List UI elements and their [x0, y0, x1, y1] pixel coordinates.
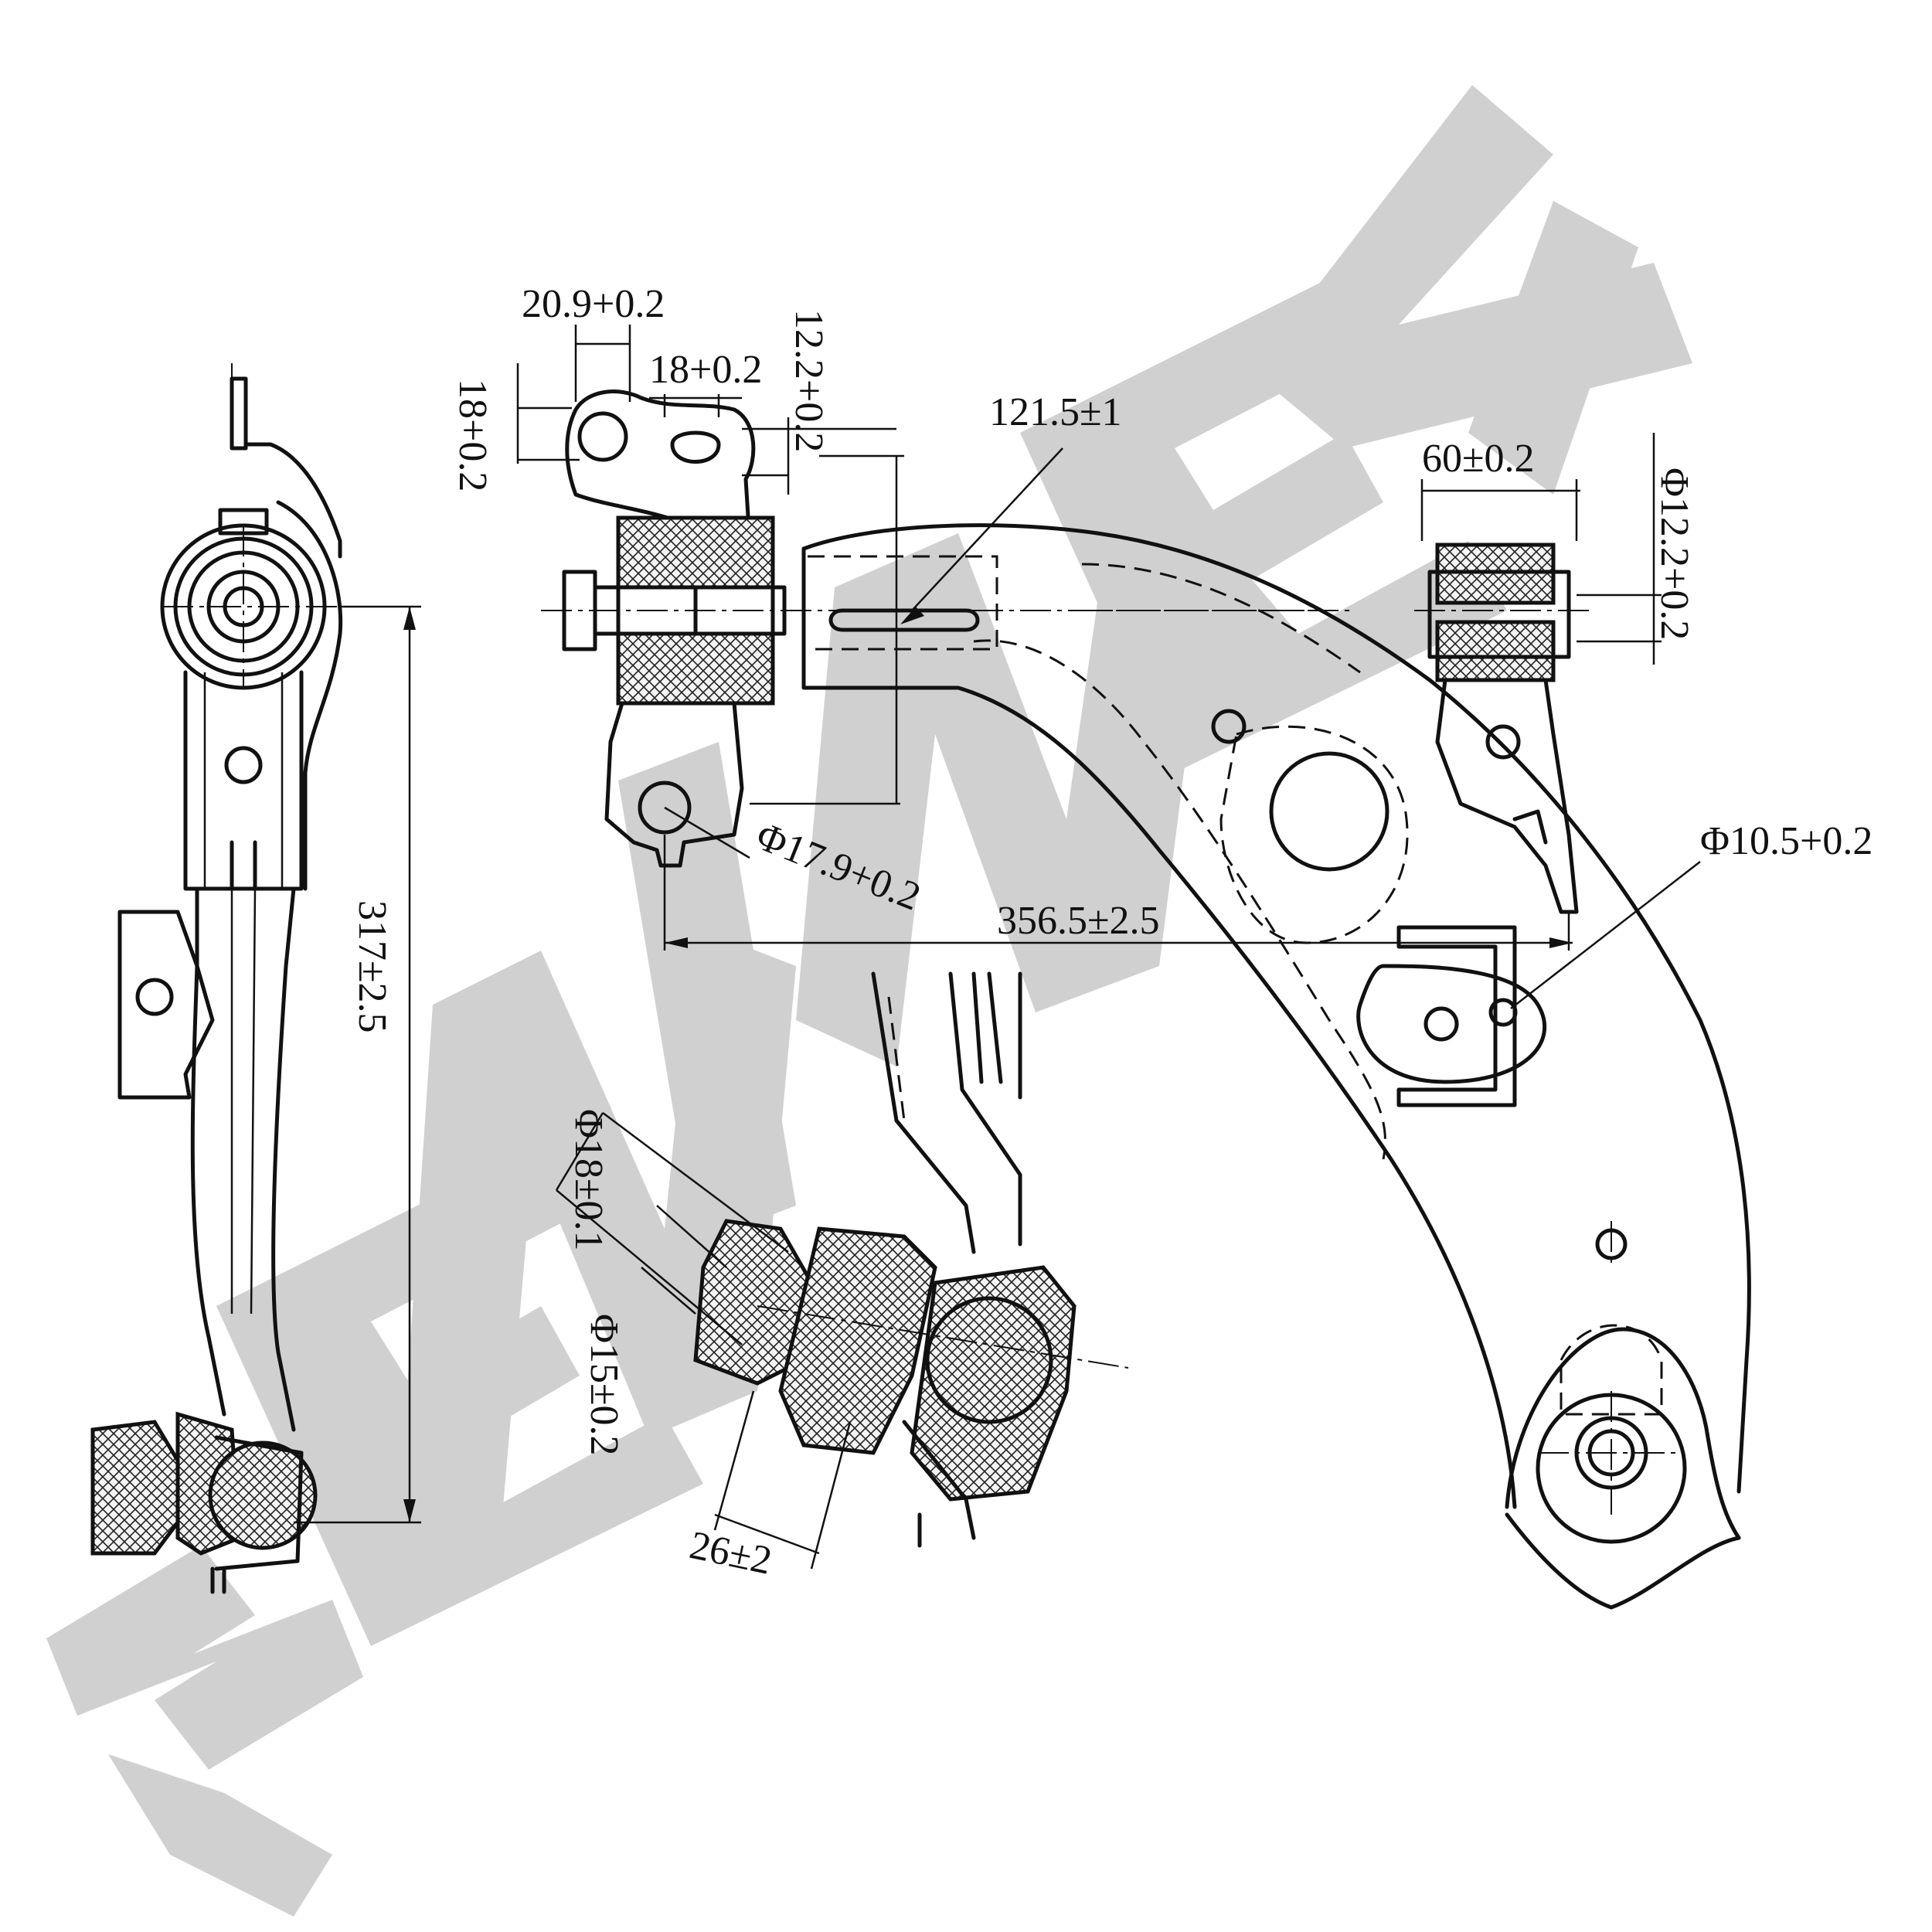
ball-joint-section-detail: [555, 971, 1129, 1570]
dim-phi-10-5: Φ10.5+0.2: [1700, 819, 1872, 863]
dim-phi-18: Φ18±0.1: [566, 1109, 611, 1251]
dim-12-2-top: 12.2+0.2: [787, 309, 831, 452]
main-arm-top-view: [541, 389, 1751, 1610]
side-view: [90, 363, 343, 1594]
dim-phi-12-2: Φ12.2+0.2: [1652, 468, 1696, 640]
top-view-dimension-lines: [516, 325, 1701, 1009]
dim-phi-15: Φ15±0.2: [582, 1314, 626, 1456]
dimension-317: [294, 605, 421, 1524]
dim-121-5: 121.5±1: [989, 390, 1122, 434]
dim-18-horizontal: 18+0.2: [649, 348, 762, 392]
dim-356-5: 356.5±2.5: [997, 899, 1160, 943]
dim-18-vertical: 18+0.2: [451, 379, 495, 492]
dim-20-9: 20.9+0.2: [522, 282, 665, 326]
dim-60: 60±0.2: [1422, 437, 1535, 481]
watermark-logo: [46, 85, 1692, 1917]
dim-317: 317±2.5: [350, 900, 394, 1033]
